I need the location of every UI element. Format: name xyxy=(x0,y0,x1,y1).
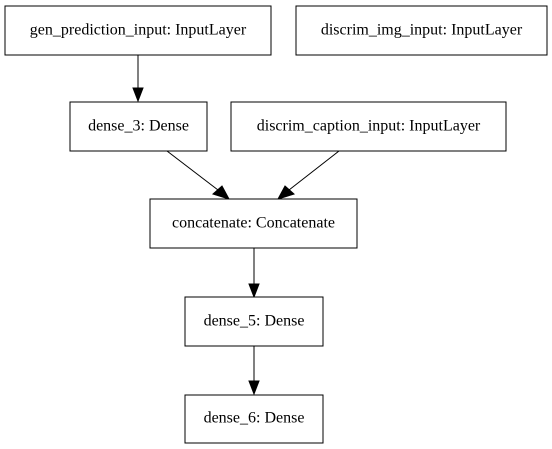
node-dense-3: dense_3: Dense xyxy=(69,101,208,152)
node-dense-3-label: dense_3: Dense xyxy=(88,118,189,135)
edge-dense-5-to-dense-6 xyxy=(248,346,260,396)
node-gen-prediction-input: gen_prediction_input: InputLayer xyxy=(4,5,272,56)
node-dense-6: dense_6: Dense xyxy=(184,394,324,444)
node-discrim-img-input-label: discrim_img_input: InputLayer xyxy=(321,22,523,39)
edge-gen-prediction-input-to-dense-3 xyxy=(132,55,144,103)
node-discrim-img-input: discrim_img_input: InputLayer xyxy=(295,5,548,56)
edge-dense-3-to-concatenate xyxy=(166,150,231,200)
node-concatenate: concatenate: Concatenate xyxy=(149,198,358,249)
node-dense-5-label: dense_5: Dense xyxy=(204,313,305,330)
edge-discrim-caption-input-to-concatenate xyxy=(276,150,340,200)
node-discrim-caption-input-label: discrim_caption_input: InputLayer xyxy=(257,118,481,135)
node-concatenate-label: concatenate: Concatenate xyxy=(172,215,335,232)
node-dense-6-label: dense_6: Dense xyxy=(204,410,305,427)
node-dense-5: dense_5: Dense xyxy=(184,296,324,347)
node-gen-prediction-input-label: gen_prediction_input: InputLayer xyxy=(30,22,247,39)
edge-concatenate-to-dense-5 xyxy=(248,248,260,299)
node-discrim-caption-input: discrim_caption_input: InputLayer xyxy=(230,101,507,152)
